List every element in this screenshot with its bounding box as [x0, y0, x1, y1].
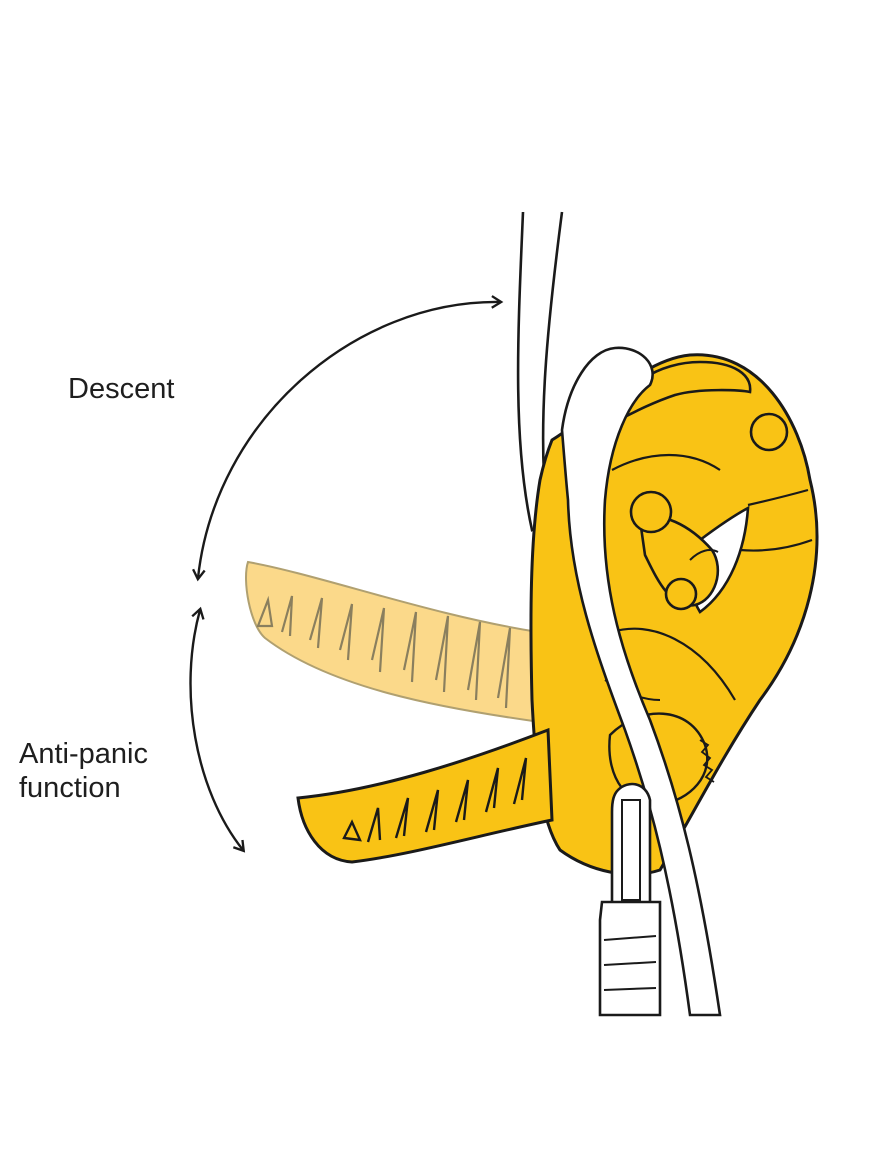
descent-label: Descent — [68, 373, 175, 405]
anti-panic-label: Anti-panic function — [19, 737, 148, 805]
anti-panic-label-line1: Anti-panic — [19, 738, 148, 770]
rope-texture — [699, 739, 715, 783]
handle-lever-icon — [296, 727, 554, 864]
carabiner-icon — [598, 782, 662, 1017]
descent-arc-arrow — [192, 295, 504, 582]
anti-panic-label-line2: function — [19, 772, 121, 804]
handle-ghost-descent-icon — [245, 560, 542, 724]
anti-panic-arc-arrow — [189, 606, 246, 853]
rope-loop-icon — [560, 346, 722, 1017]
